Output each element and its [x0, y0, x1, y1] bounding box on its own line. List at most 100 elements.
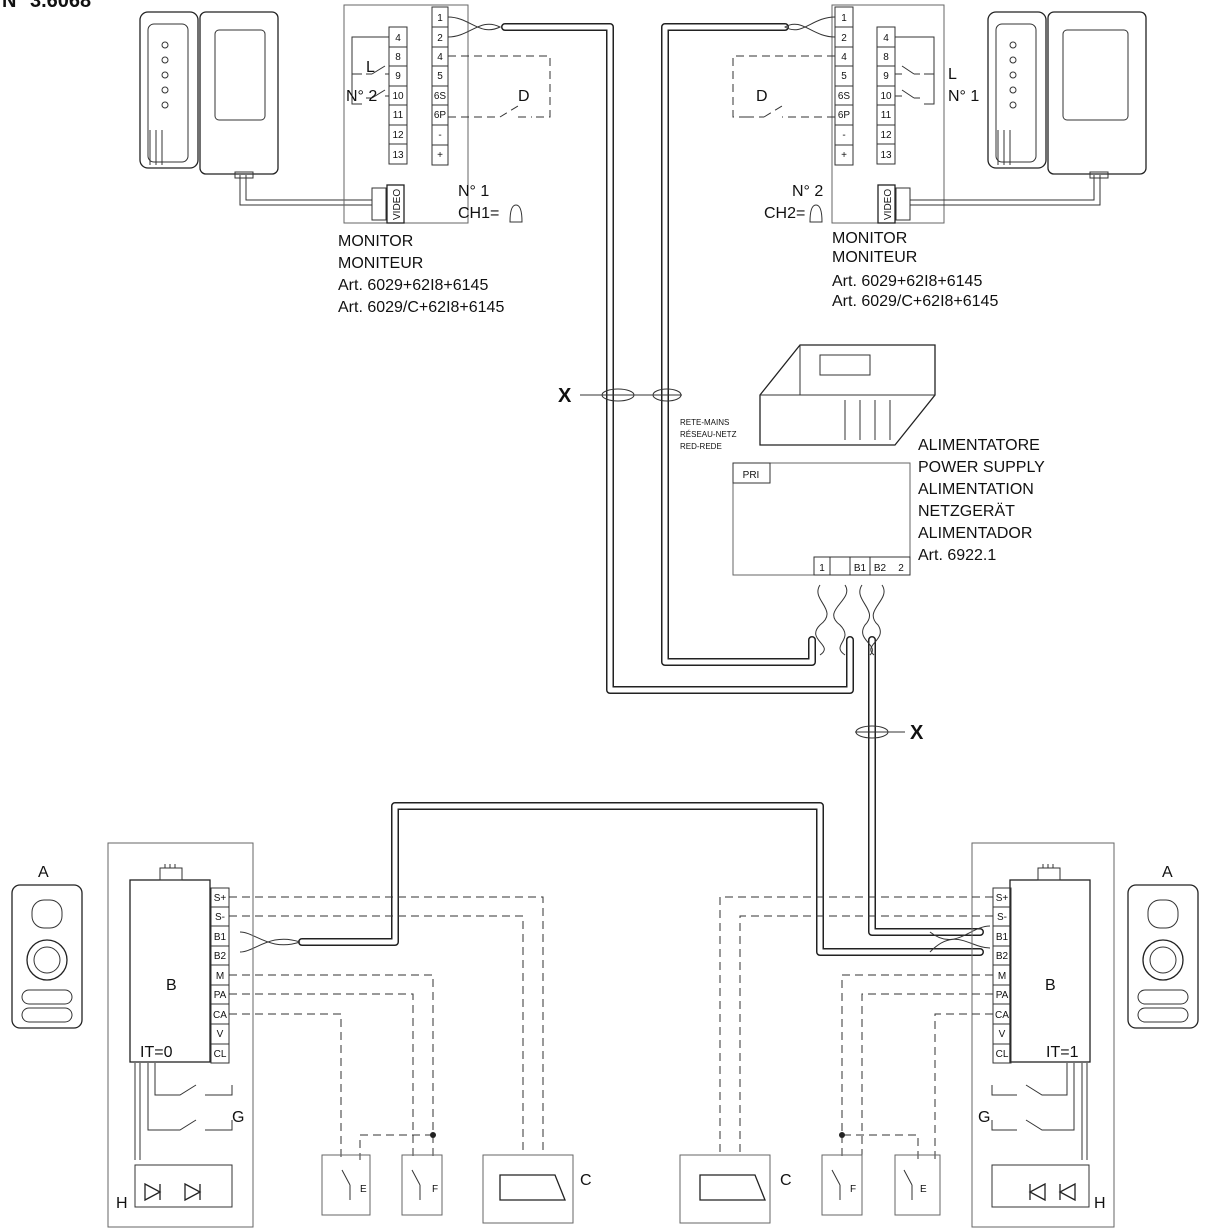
monitor-right-block: 1 2 4 5 6S 6P - + 4 8 9 10 11 12 13 L N°… — [732, 4, 979, 224]
terminal-label: 4 — [395, 33, 401, 44]
cable-marker-top: X — [558, 385, 682, 407]
terminal-label: 8 — [883, 52, 889, 63]
terminal-label: 2 — [841, 33, 847, 44]
svg-text:M: M — [216, 971, 224, 982]
c-label: C — [780, 1172, 792, 1189]
f-label: F — [432, 1184, 438, 1195]
svg-text:S+: S+ — [996, 893, 1009, 904]
terminal-label: 12 — [392, 130, 404, 141]
monitor-number-label: N° 1 — [948, 88, 979, 105]
panel-right-box: B IT=1 S+ S- B1 B2 M PA CA V CL G H — [971, 842, 1115, 1228]
svg-text:MONITOR: MONITOR — [338, 233, 413, 250]
lock-c-left: C — [482, 1154, 592, 1224]
svg-text:X: X — [558, 385, 572, 407]
svg-text:RETE-MAINS: RETE-MAINS — [680, 418, 729, 427]
svg-text:S-: S- — [997, 912, 1007, 923]
power-supply-illustration — [759, 344, 936, 446]
terminal-label: 6P — [434, 110, 447, 121]
svg-text:ALIMENTATION: ALIMENTATION — [918, 481, 1034, 498]
svg-text:Art. 6029+62I8+6145: Art. 6029+62I8+6145 — [338, 277, 488, 294]
monitor-right-terminals-b: 1 2 4 5 6S 6P - + — [834, 6, 854, 166]
monitor-left-block: 4 8 9 10 11 12 13 1 2 4 5 6S 6P - + L N°… — [343, 4, 551, 224]
g-label: G — [978, 1109, 990, 1126]
terminal-label: 6P — [838, 110, 851, 121]
terminal-label: 4 — [883, 33, 889, 44]
svg-text:Art. 6029+62I8+6145: Art. 6029+62I8+6145 — [832, 273, 982, 290]
svg-text:B1: B1 — [996, 932, 1009, 943]
terminal-label: 2 — [898, 563, 904, 574]
terminal-label: B2 — [874, 563, 887, 574]
monitor-left-label: MONITOR MONITEUR Art. 6029+62I8+6145 Art… — [338, 233, 504, 316]
plate-label-a: A — [1162, 864, 1173, 881]
terminal-label: 1 — [819, 563, 825, 574]
monitor-number-label: N° 2 — [346, 88, 377, 105]
terminal-label: 13 — [880, 150, 892, 161]
diagram-ref: N° 3.6068 — [2, 0, 91, 12]
terminal-label: 1 — [437, 13, 443, 24]
monitor-left-terminals-a: 4 8 9 10 11 12 13 — [388, 26, 408, 165]
svg-text:Art. 6922.1: Art. 6922.1 — [918, 547, 996, 564]
e-label: E — [920, 1184, 927, 1195]
svg-text:B1: B1 — [214, 932, 227, 943]
video-label: VIDEO — [392, 189, 403, 220]
svg-text:B2: B2 — [996, 951, 1009, 962]
pri-label: PRI — [743, 470, 760, 481]
relay-label: L — [366, 59, 375, 76]
terminal-label: 5 — [437, 71, 443, 82]
it-label: IT=1 — [1046, 1044, 1079, 1061]
lock-c-right: C — [679, 1154, 792, 1224]
svg-text:CA: CA — [995, 1010, 1009, 1021]
door-plate-right — [1127, 884, 1199, 1029]
call-number-label: N° 1 — [458, 183, 489, 200]
svg-text:PA: PA — [214, 990, 227, 1001]
terminal-label: 9 — [395, 71, 401, 82]
e-label: E — [360, 1184, 367, 1195]
monitor-right-label: MONITOR MONITEUR Art. 6029+62I8+6145 Art… — [832, 230, 998, 310]
svg-text:Art. 6029/C+62I8+6145: Art. 6029/C+62I8+6145 — [338, 299, 504, 316]
svg-text:Art. 6029/C+62I8+6145: Art. 6029/C+62I8+6145 — [832, 293, 998, 310]
switch-f-left: F — [401, 1154, 443, 1216]
bus-cables — [298, 23, 984, 956]
terminal-label: - — [842, 130, 845, 141]
terminal-label: 2 — [437, 33, 443, 44]
monitor-right-handset — [910, 11, 1147, 206]
module-label-b: B — [1045, 977, 1056, 994]
svg-text:M: M — [998, 971, 1006, 982]
it-label: IT=0 — [140, 1044, 173, 1061]
svg-text:V: V — [217, 1029, 224, 1040]
svg-text:X: X — [910, 722, 924, 744]
monitor-left-terminals-b: 1 2 4 5 6S 6P - + — [431, 6, 449, 166]
terminal-label: 10 — [392, 91, 404, 102]
g-label: G — [232, 1109, 244, 1126]
svg-text:CL: CL — [996, 1049, 1009, 1060]
svg-text:MONITEUR: MONITEUR — [338, 255, 423, 272]
svg-text:MONITEUR: MONITEUR — [832, 249, 917, 266]
switch-e-right: E — [894, 1154, 941, 1216]
terminal-label: 10 — [880, 91, 892, 102]
svg-text:RÉSEAU-NETZ: RÉSEAU-NETZ — [680, 430, 737, 439]
power-supply-label: ALIMENTATORE POWER SUPPLY ALIMENTATION N… — [918, 437, 1045, 564]
svg-text:CA: CA — [213, 1010, 227, 1021]
terminal-label: 12 — [880, 130, 892, 141]
video-label: VIDEO — [883, 189, 894, 220]
cable-marker-bottom: X — [855, 722, 924, 744]
terminal-label: 1 — [841, 13, 847, 24]
call-label: CH2= — [764, 205, 805, 222]
door-plate-left — [11, 884, 83, 1029]
c-label: C — [580, 1172, 592, 1189]
h-label: H — [116, 1195, 128, 1212]
terminal-label: - — [438, 130, 441, 141]
monitor-right-terminals-a: 4 8 9 10 11 12 13 — [876, 26, 896, 165]
module-label-b: B — [166, 977, 177, 994]
terminal-label: 9 — [883, 71, 889, 82]
terminal-label: 5 — [841, 71, 847, 82]
call-number-label: N° 2 — [792, 183, 823, 200]
terminal-label: 4 — [437, 52, 443, 63]
contact-d-label: D — [518, 88, 530, 105]
terminal-label: 6S — [838, 91, 851, 102]
monitor-left-handset — [139, 11, 372, 206]
wiring-left-dashed — [229, 896, 544, 1160]
svg-text:CL: CL — [214, 1049, 227, 1060]
switch-e-left: E — [321, 1154, 371, 1216]
